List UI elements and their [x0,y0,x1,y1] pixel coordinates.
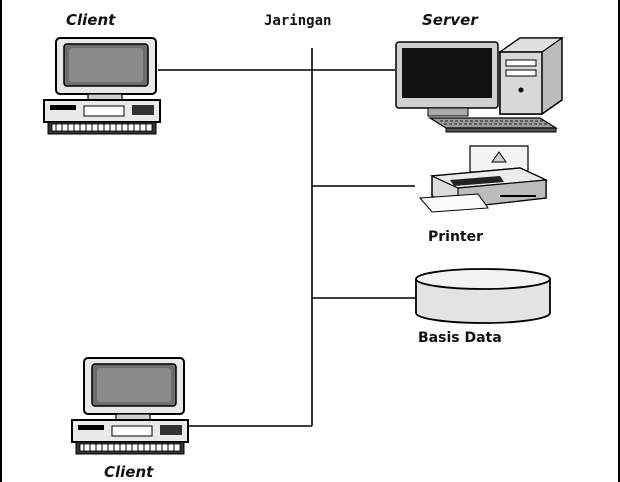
network-label: Jaringan [264,13,332,29]
printer-icon [418,145,549,213]
server-icon [395,37,564,133]
client-computer-icon [43,37,161,135]
connection-lines [158,48,415,427]
printer-label: Printer [428,229,484,245]
database-label: Basis Data [418,330,502,346]
client-label-bottom: Client [104,463,154,481]
server-label: Server [422,11,478,29]
client-computer-icon [71,357,189,455]
database-icon [415,268,551,324]
client-label-top: Client [66,11,116,29]
